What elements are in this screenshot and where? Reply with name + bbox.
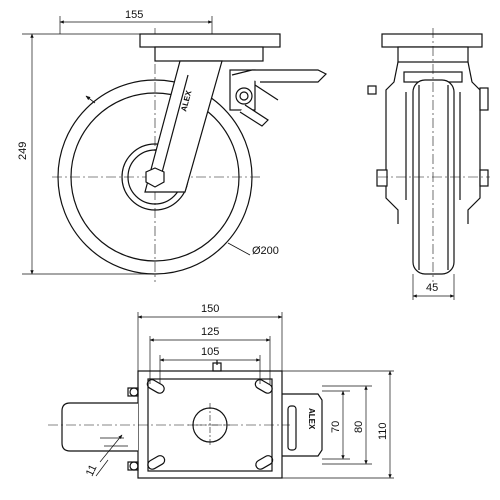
dim-diameter-label: Ø200 <box>252 245 279 257</box>
slot-hole-bl <box>147 455 166 470</box>
dim-hole-inner-label: 105 <box>201 346 219 358</box>
dim-hole-depth-outer-label: 80 <box>353 421 365 433</box>
slot-hole-br <box>255 455 274 470</box>
dim-hole-outer-label: 125 <box>201 326 219 338</box>
mounting-plate-side <box>139 33 281 48</box>
side-view <box>52 28 328 282</box>
side-dimensions <box>22 16 213 275</box>
slot-hole-tl <box>146 379 165 394</box>
plate-dimensions <box>95 312 394 479</box>
axle-nut <box>145 167 165 188</box>
dim-slot-width-label: 11 <box>84 463 100 478</box>
slot-hole-tr <box>254 379 273 394</box>
dim-hole-depth-inner-label: 70 <box>330 421 342 433</box>
dim-height-label: 249 <box>17 142 29 160</box>
svg-text:ALEX: ALEX <box>307 408 316 430</box>
brand-mark-top: ALEX <box>307 408 316 430</box>
brake-pedal-top <box>282 393 323 457</box>
plate-view <box>48 360 323 479</box>
dim-plate-width-label: 150 <box>201 303 219 315</box>
mounting-plate-front <box>381 33 483 48</box>
front-dimensions <box>412 274 455 300</box>
dim-plate-depth-label: 110 <box>377 422 389 440</box>
fork-leg <box>144 60 223 193</box>
dim-wheel-width-label: 45 <box>426 282 438 294</box>
dim-width-label: 155 <box>125 9 143 21</box>
front-view <box>367 28 490 282</box>
